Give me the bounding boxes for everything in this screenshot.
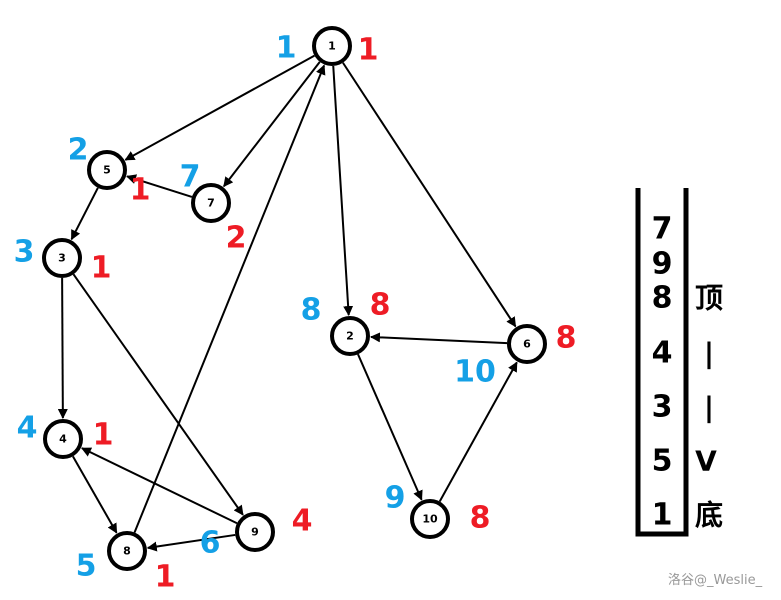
dfn-label: 3 [14,235,35,270]
dfn-label: 7 [180,160,201,195]
node-8: 8 5 1 [76,531,176,595]
node-label: 9 [251,526,259,539]
node-label: 2 [346,330,354,343]
edge-4-to-8 [72,455,118,534]
edge-5-to-3 [70,187,99,241]
node-label: 3 [58,252,66,265]
stack-item: 5 [652,444,673,479]
node-4: 4 4 1 [17,411,114,459]
node-circle [507,324,547,364]
stack-arrow-bar: | [704,391,714,424]
edge-9-to-8 [146,533,236,552]
node-circle [43,419,83,459]
node-10: 10 9 8 [385,481,491,539]
node-circle [312,26,352,66]
node-circle [191,183,231,223]
node-label: 10 [422,513,438,526]
edge-1-to-2 [332,65,354,317]
stack-item: 1 [652,498,673,533]
stack-item: 9 [652,247,673,282]
edge-8-to-1 [133,64,326,533]
stack-item: 7 [652,212,673,247]
dfn-label: 6 [200,526,221,561]
node-circle [42,238,82,278]
low-label: 1 [358,33,379,68]
edge-10-to-6 [438,361,518,502]
edges [57,54,518,552]
low-label: 1 [155,560,176,595]
watermark: 洛谷@_Weslie_ [668,573,763,588]
edge-1-to-7 [223,61,321,188]
stack-item: 3 [652,390,673,425]
stack-item: 4 [652,336,673,371]
node-1: 1 1 1 [276,26,379,68]
stack-arrow-bar: | [704,337,714,370]
low-label: 8 [556,321,577,356]
edge-6-to-2 [369,332,508,345]
node-circle [235,512,275,552]
node-2: 2 8 8 [301,288,391,356]
stack-container [635,188,689,537]
edge-7-to-5 [126,174,193,198]
stack-top-label: 顶 [695,282,723,315]
edge-1-to-5 [124,54,315,161]
node-circle [87,150,127,190]
dfn-label: 9 [385,481,406,516]
stack-arrow-head: V [695,445,717,478]
edge-3-to-9 [72,273,244,516]
node-circle [107,531,147,571]
dfn-label: 4 [17,411,38,446]
stack-bottom-label: 底 [695,499,723,532]
edge-9-to-4 [80,447,238,525]
node-label: 8 [123,545,131,558]
low-label: 1 [93,418,114,453]
dfn-label: 1 [276,31,297,66]
node-6: 6 10 8 [454,321,576,390]
low-label: 1 [130,173,151,208]
node-label: 5 [103,164,111,177]
node-7: 772 [180,160,247,256]
low-label: 8 [470,501,491,536]
node-circle [330,316,370,356]
stack-item: 8 [652,281,673,316]
low-label: 8 [370,288,391,323]
node-label: 7 [207,197,215,210]
edge-2-to-10 [357,353,423,501]
node-3: 3 3 1 [14,235,112,286]
dfn-label: 8 [301,293,322,328]
low-label: 2 [226,221,247,256]
dfn-label: 2 [68,133,89,168]
node-label: 4 [59,433,67,446]
node-label: 6 [523,338,531,351]
node-circle [410,499,450,539]
dfn-label: 5 [76,549,97,584]
edge-3-to-4 [57,277,68,420]
low-label: 4 [292,504,313,539]
node-9: 9 6 4 [200,504,313,561]
node-5: 5 2 1 [68,133,151,208]
dfn-label: 10 [454,355,496,390]
stack: 7 9 8 4 3 5 1 顶 | | V 底 [635,188,723,537]
low-label: 1 [91,251,112,286]
edge-1-to-6 [342,62,517,328]
node-label: 1 [328,40,336,53]
